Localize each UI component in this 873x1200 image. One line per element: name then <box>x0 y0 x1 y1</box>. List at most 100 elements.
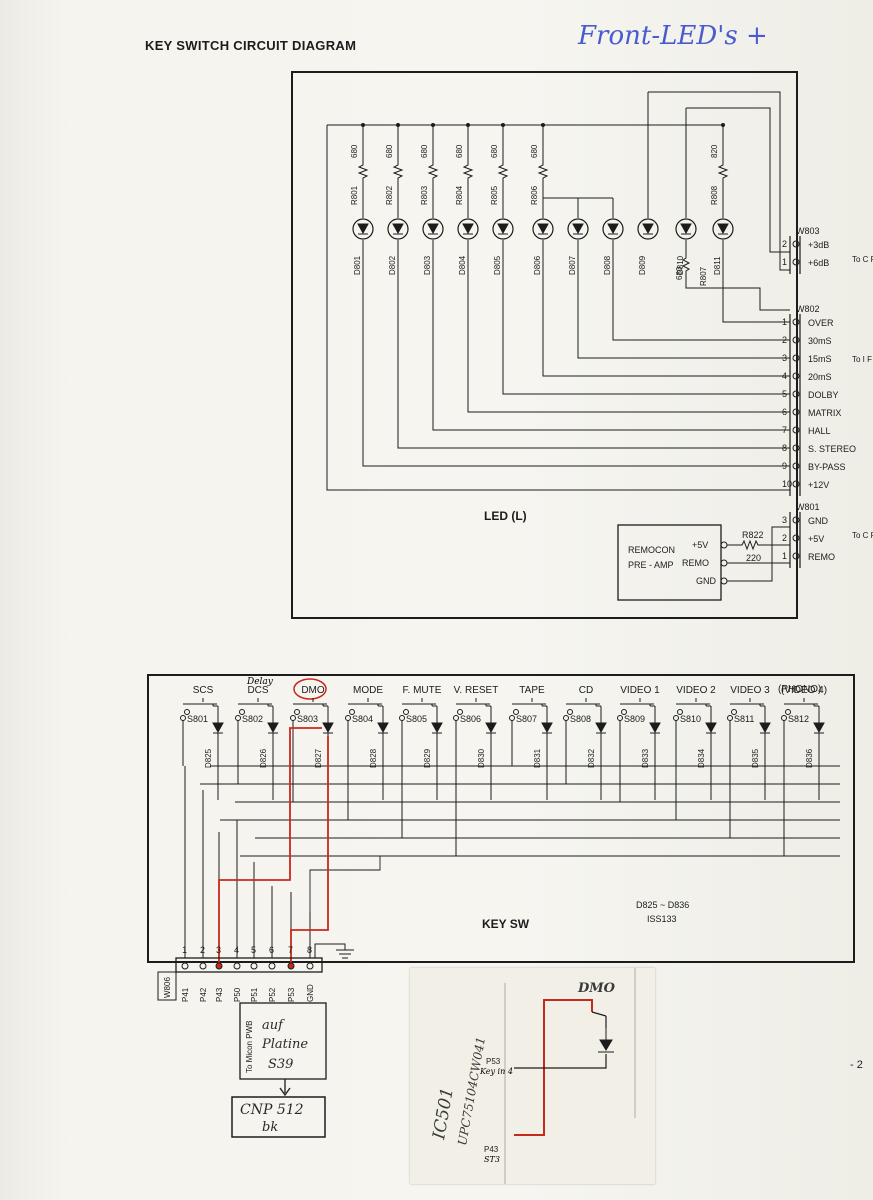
key-label: DCS <box>247 685 268 696</box>
connector-w801: W801 <box>796 502 820 512</box>
keysw-block-label: KEY SW <box>482 917 530 931</box>
connector-pin-label: REMO <box>808 552 835 562</box>
r807-value: 680 <box>675 266 684 280</box>
w806-pin-number: 1 <box>182 945 187 955</box>
connector-pin-label: GND <box>808 516 829 526</box>
hw-box-line3: S39 <box>268 1057 293 1072</box>
connector-pin-number: 5 <box>782 389 787 399</box>
key-label: F. MUTE <box>403 685 442 696</box>
diode-ref: D835 <box>751 748 760 768</box>
connector-pin-number: 4 <box>782 371 787 381</box>
hw-box-line1: auf <box>262 1018 285 1033</box>
connector-pin-label: +3dB <box>808 240 829 250</box>
switch-ref: S803 <box>297 714 318 724</box>
connector-pin-label: BY-PASS <box>808 462 846 472</box>
led-ref: D806 <box>533 255 542 275</box>
diode-ref: D831 <box>533 748 542 768</box>
w806-signal: P52 <box>268 987 277 1002</box>
note-p43: P43 <box>484 1145 499 1154</box>
connector-pin-label: MATRIX <box>808 408 841 418</box>
note-ic-ref: IC501 <box>429 1086 458 1142</box>
connector-pin-label: S. STEREO <box>808 444 856 454</box>
led-ref: D809 <box>638 255 647 275</box>
w806-pin-number: 6 <box>269 945 274 955</box>
r822-value: 220 <box>746 553 761 563</box>
key-label: (VIDEO 4) <box>781 685 827 696</box>
led-d802: D802 <box>387 218 409 275</box>
switch-ref: S806 <box>460 714 481 724</box>
switch-ref: S804 <box>352 714 373 724</box>
led-block-label: LED (L) <box>484 509 527 523</box>
switch-ref: S807 <box>516 714 537 724</box>
switch-ref: S801 <box>187 714 208 724</box>
remocon-pin-5v: +5V <box>692 540 708 550</box>
connector-w803: W803 <box>796 226 820 236</box>
w806-pin-number: 7 <box>288 945 293 955</box>
connector-pin-number: 2 <box>782 533 787 543</box>
connector-pin-number: 6 <box>782 407 787 417</box>
w806-signal: P43 <box>215 987 224 1002</box>
w806-signal: P42 <box>199 987 208 1002</box>
key-label: V. RESET <box>454 685 499 696</box>
led-d803: D803 <box>422 218 444 275</box>
led-d810: D810 <box>675 218 697 275</box>
note-p53-sub: Key in 4 <box>479 1067 513 1076</box>
led-ref: D802 <box>388 255 397 275</box>
switch-ref: S808 <box>570 714 591 724</box>
connector-pin-number: 2 <box>782 239 787 249</box>
resistor-ref: R802 <box>385 185 394 205</box>
connector-pin-label: HALL <box>808 426 831 436</box>
note-p53: P53 <box>486 1057 501 1066</box>
pasted-note-card: IC501 UPC75104CW041 DMO P53 Key in 4 P43… <box>410 968 655 1184</box>
handwritten-header: Front-LED's + <box>577 21 768 51</box>
resistor-value: 680 <box>350 144 359 158</box>
w806-pin-number: 4 <box>234 945 239 955</box>
key-label: DMO <box>301 685 325 696</box>
connector-pin-number: 2 <box>782 335 787 345</box>
note-p43-sub: ST3 <box>484 1155 500 1164</box>
w806-signal: P53 <box>287 987 296 1002</box>
w806-pin-number: 5 <box>251 945 256 955</box>
resistor-value: 680 <box>490 144 499 158</box>
remocon-preamp: REMOCON PRE - AMP +5V REMO GND R822 220 <box>617 524 790 601</box>
w806-signal: GND <box>306 984 315 1002</box>
keysw-diode-type: ISS133 <box>647 914 677 924</box>
key-label: CD <box>579 685 593 696</box>
led-block-frame <box>291 71 798 619</box>
resistor-value: 820 <box>710 144 719 158</box>
connector-pin-label: 20mS <box>808 372 832 382</box>
connector-pin-number: 10 <box>782 479 792 489</box>
diode-ref: D830 <box>477 748 486 768</box>
resistor-value: 680 <box>455 144 464 158</box>
connector-destination: To C F <box>852 531 873 540</box>
diode-ref: D825 <box>204 748 213 768</box>
resistor-value: 680 <box>385 144 394 158</box>
phono-label: (PHONO) <box>778 684 821 695</box>
resistor-value: 680 <box>530 144 539 158</box>
preamp-label: PRE - AMP <box>628 560 674 570</box>
resistor-ref: R805 <box>490 185 499 205</box>
led-ref: D808 <box>603 255 612 275</box>
page-number: - 2 <box>850 1059 863 1071</box>
cnp-box-line1: CNP 512 <box>240 1102 304 1118</box>
switch-ref: S805 <box>406 714 427 724</box>
led-d806: D806 <box>532 218 554 275</box>
switch-ref: S809 <box>624 714 645 724</box>
connector-destination: To I F <box>852 355 872 364</box>
w806-signal: P50 <box>233 987 242 1002</box>
r807-ref: R807 <box>699 266 708 286</box>
connector-pin-number: 1 <box>782 551 787 561</box>
keysw-diode-range: D825 ~ D836 <box>636 900 689 910</box>
note-ic-part: UPC75104CW041 <box>455 1036 488 1147</box>
w806-pin-number: 2 <box>200 945 205 955</box>
note-title: DMO <box>577 981 616 996</box>
